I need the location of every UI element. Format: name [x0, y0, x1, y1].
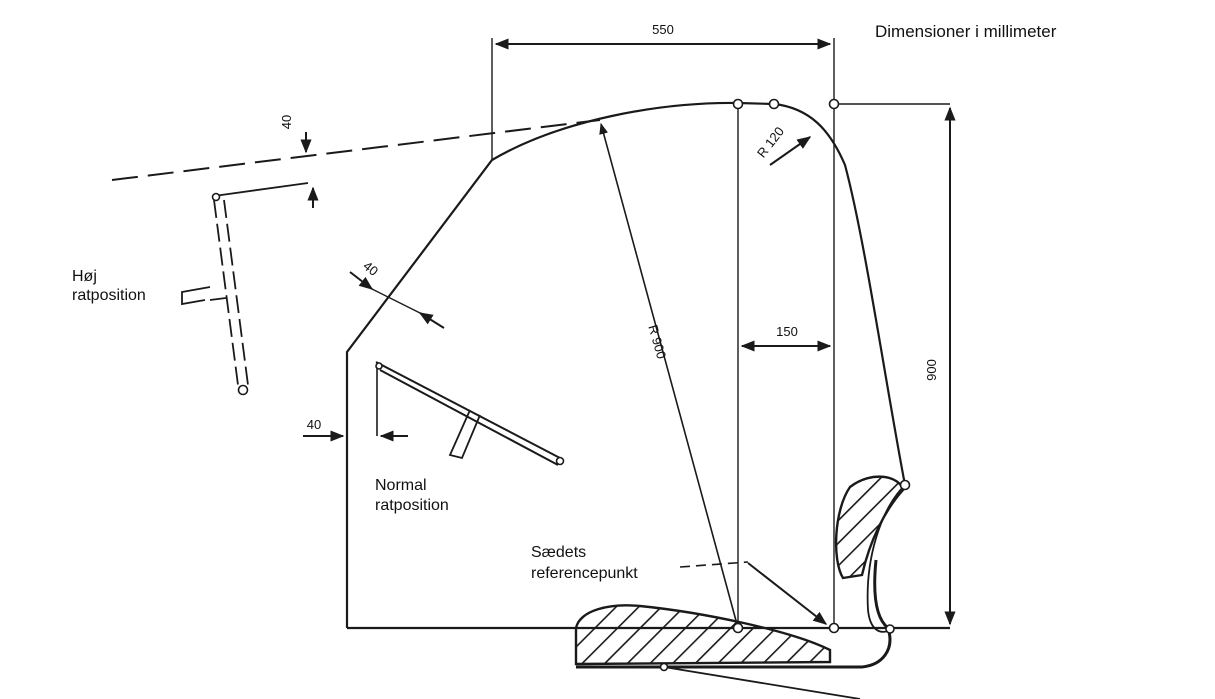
- units-note: Dimensioner i millimeter: [875, 22, 1057, 41]
- normal-steering-pivot: [375, 362, 383, 370]
- dim-label-150: 150: [776, 324, 798, 339]
- seat-cushion: [574, 604, 832, 666]
- dim-label-550: 550: [652, 22, 674, 37]
- point-top-right: [828, 98, 840, 110]
- high-steering-bottom-pivot: [237, 384, 249, 396]
- seat-reference-leader: [679, 561, 749, 568]
- dim-label-r900: R 900: [645, 323, 669, 360]
- high-steering-top-pivot: [211, 192, 221, 202]
- point-top-left: [732, 98, 744, 110]
- point-top-mid: [768, 98, 780, 110]
- radius-line-900: [599, 122, 739, 629]
- radius-line-120: [769, 136, 812, 166]
- seat-backrest: [834, 475, 905, 580]
- dim-label-900: 900: [924, 359, 939, 381]
- reference-line-top-dashed: [111, 119, 601, 181]
- normal-steering-wheel: [448, 409, 481, 460]
- dim-arrow-40-windshield-b: [418, 312, 445, 329]
- dim-label-40-windshield: 40: [360, 258, 381, 279]
- dim-arrow-40-windshield-a: [349, 271, 374, 290]
- high-steering-wheel-bracket: [181, 286, 227, 306]
- label-seat-reference-1: Sædets: [531, 544, 586, 561]
- dim-label-40-high: 40: [279, 115, 294, 129]
- dim-label-r120: R 120: [754, 124, 787, 161]
- label-high-position-2: ratposition: [72, 287, 146, 304]
- point-seat-back: [899, 479, 911, 491]
- point-seat-frame: [885, 624, 895, 634]
- high-steering-column: [213, 182, 309, 200]
- high-steering-shaft-b: [223, 199, 249, 386]
- point-seat-reference: [732, 622, 744, 634]
- label-seat-reference-2: referencepunkt: [531, 565, 638, 582]
- label-normal-position-1: Normal: [375, 477, 427, 494]
- high-steering-shaft-a: [213, 199, 239, 386]
- dim-ext-40-windshield: [371, 288, 421, 314]
- normal-steering-column: [375, 361, 561, 466]
- label-high-position-1: Høj: [72, 268, 97, 285]
- seat-reference-arrow: [747, 562, 828, 625]
- label-normal-position-2: ratposition: [375, 497, 449, 514]
- dim-label-40-normal: 40: [307, 417, 321, 432]
- seat-frame-lower: [663, 666, 861, 699]
- point-rear-floor: [828, 622, 840, 634]
- normal-steering-end: [555, 456, 565, 466]
- envelope-outline: [345, 101, 907, 628]
- point-seat-frame-lower: [659, 662, 669, 672]
